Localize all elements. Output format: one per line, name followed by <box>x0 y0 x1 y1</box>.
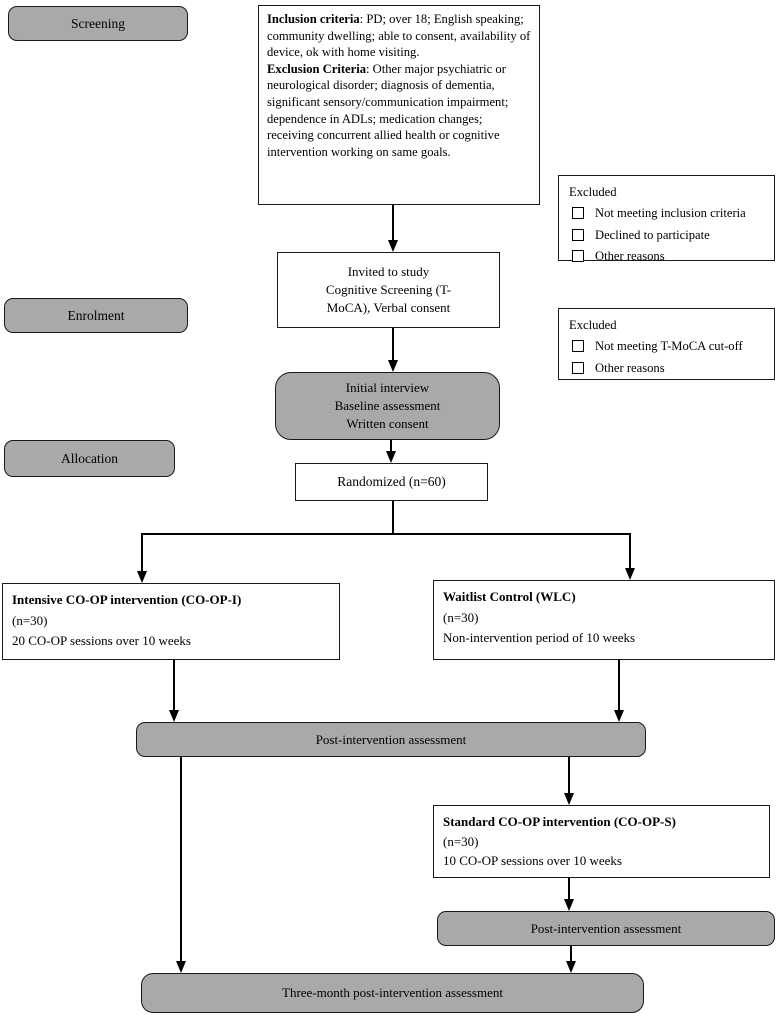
waitlist-arm-box: Waitlist Control (WLC) (n=30) Non-interv… <box>433 580 775 660</box>
connector-post1-standard <box>568 757 570 795</box>
waitlist-arm-detail: Non-intervention period of 10 weeks <box>443 630 636 646</box>
arrowhead-icon <box>613 710 624 722</box>
connector-waitlist-post1 <box>618 660 620 712</box>
randomized-box: Randomized (n=60) <box>295 463 488 501</box>
arrowhead-icon <box>175 961 186 973</box>
exclusion-criteria-text: Exclusion Criteria: Other major psychiat… <box>267 61 531 161</box>
initial-interview-line: Baseline assessment <box>334 397 441 413</box>
checkbox-icon <box>572 207 584 220</box>
excluded-reason: Not meeting T-MoCA cut-off <box>595 339 743 354</box>
three-month-assessment: Three-month post-intervention assessment <box>141 973 644 1013</box>
exclusion-criteria-title: Exclusion Criteria <box>267 61 366 76</box>
connector-split-intensive <box>141 533 143 573</box>
checkbox-icon <box>572 361 584 374</box>
excluded-box-2: Excluded Not meeting T-MoCA cut-off Othe… <box>558 308 775 380</box>
arrowhead-icon <box>387 360 398 372</box>
arrowhead-icon <box>168 710 179 722</box>
connector-randomized-split <box>392 501 394 534</box>
stage-label-allocation: Allocation <box>4 440 175 477</box>
excluded-reason: Other reasons <box>595 360 665 375</box>
connector-invited-initial <box>392 328 394 361</box>
connector-split-horizontal <box>141 533 630 535</box>
list-item: Not meeting T-MoCA cut-off <box>569 337 764 355</box>
excluded-reason: Not meeting inclusion criteria <box>595 206 746 221</box>
checkbox-icon <box>572 228 584 241</box>
invited-to-study-box: Invited to study Cognitive Screening (T-… <box>277 252 500 328</box>
connector-post1-threemonth <box>180 757 182 963</box>
standard-arm-title: Standard CO-OP intervention (CO-OP-S) <box>443 814 676 829</box>
excluded-box-1-title: Excluded <box>569 185 617 199</box>
initial-interview-line: Initial interview <box>345 379 430 395</box>
stage-label-screening: Screening <box>8 6 188 41</box>
inclusion-criteria-title: Inclusion criteria <box>267 12 360 26</box>
connector-intensive-post1 <box>173 660 175 712</box>
initial-interview-line: Written consent <box>346 416 429 432</box>
exclusion-criteria-body: : Other major psychiatric or neurologica… <box>267 61 509 159</box>
excluded-reason: Declined to participate <box>595 227 710 242</box>
arrowhead-icon <box>565 961 576 973</box>
intensive-arm-title: Intensive CO-OP intervention (CO-OP-I) <box>12 592 242 607</box>
arrowhead-icon <box>387 240 398 252</box>
arrowhead-icon <box>624 568 635 580</box>
connector-criteria-invited <box>392 205 394 242</box>
standard-arm-n: (n=30) <box>443 833 479 849</box>
waitlist-arm-title: Waitlist Control (WLC) <box>443 589 576 604</box>
initial-interview-box: Initial interview Baseline assessment Wr… <box>275 372 500 440</box>
post-intervention-assessment-1: Post-intervention assessment <box>136 722 646 757</box>
checkbox-icon <box>572 340 584 353</box>
excluded-box-2-title: Excluded <box>569 318 617 332</box>
arrowhead-icon <box>385 451 396 463</box>
arrowhead-icon <box>563 899 574 911</box>
connector-standard-post2 <box>568 878 570 901</box>
excluded-box-1: Excluded Not meeting inclusion criteria … <box>558 175 775 263</box>
criteria-box: Inclusion criteria: PD; over 18; English… <box>258 5 540 205</box>
connector-post2-threemonth <box>570 946 572 963</box>
standard-arm-box: Standard CO-OP intervention (CO-OP-S) (n… <box>433 805 770 878</box>
invited-line: Cognitive Screening (T- <box>325 281 452 297</box>
list-item: Other reasons <box>569 359 764 377</box>
connector-split-waitlist <box>629 533 631 570</box>
inclusion-criteria-body: : PD; over 18; English speaking; communi… <box>267 12 531 60</box>
excluded-reason: Other reasons <box>595 248 665 263</box>
arrowhead-icon <box>136 571 147 583</box>
arrowhead-icon <box>563 793 574 805</box>
standard-arm-detail: 10 CO-OP sessions over 10 weeks <box>443 853 622 868</box>
intensive-arm-box: Intensive CO-OP intervention (CO-OP-I) (… <box>2 583 340 660</box>
list-item: Other reasons <box>569 247 764 265</box>
post-intervention-assessment-2: Post-intervention assessment <box>437 911 775 946</box>
list-item: Declined to participate <box>569 226 764 244</box>
list-item: Not meeting inclusion criteria <box>569 204 764 222</box>
checkbox-icon <box>572 249 584 262</box>
invited-line: Invited to study <box>347 263 430 279</box>
waitlist-arm-n: (n=30) <box>443 609 479 625</box>
stage-label-enrolment: Enrolment <box>4 298 188 333</box>
invited-line: MoCA), Verbal consent <box>326 300 451 316</box>
inclusion-criteria-text: Inclusion criteria: PD; over 18; English… <box>267 11 531 61</box>
intensive-arm-detail: 20 CO-OP sessions over 10 weeks <box>12 633 191 649</box>
connector-initial-randomized <box>390 440 392 453</box>
intensive-arm-n: (n=30) <box>12 612 48 628</box>
